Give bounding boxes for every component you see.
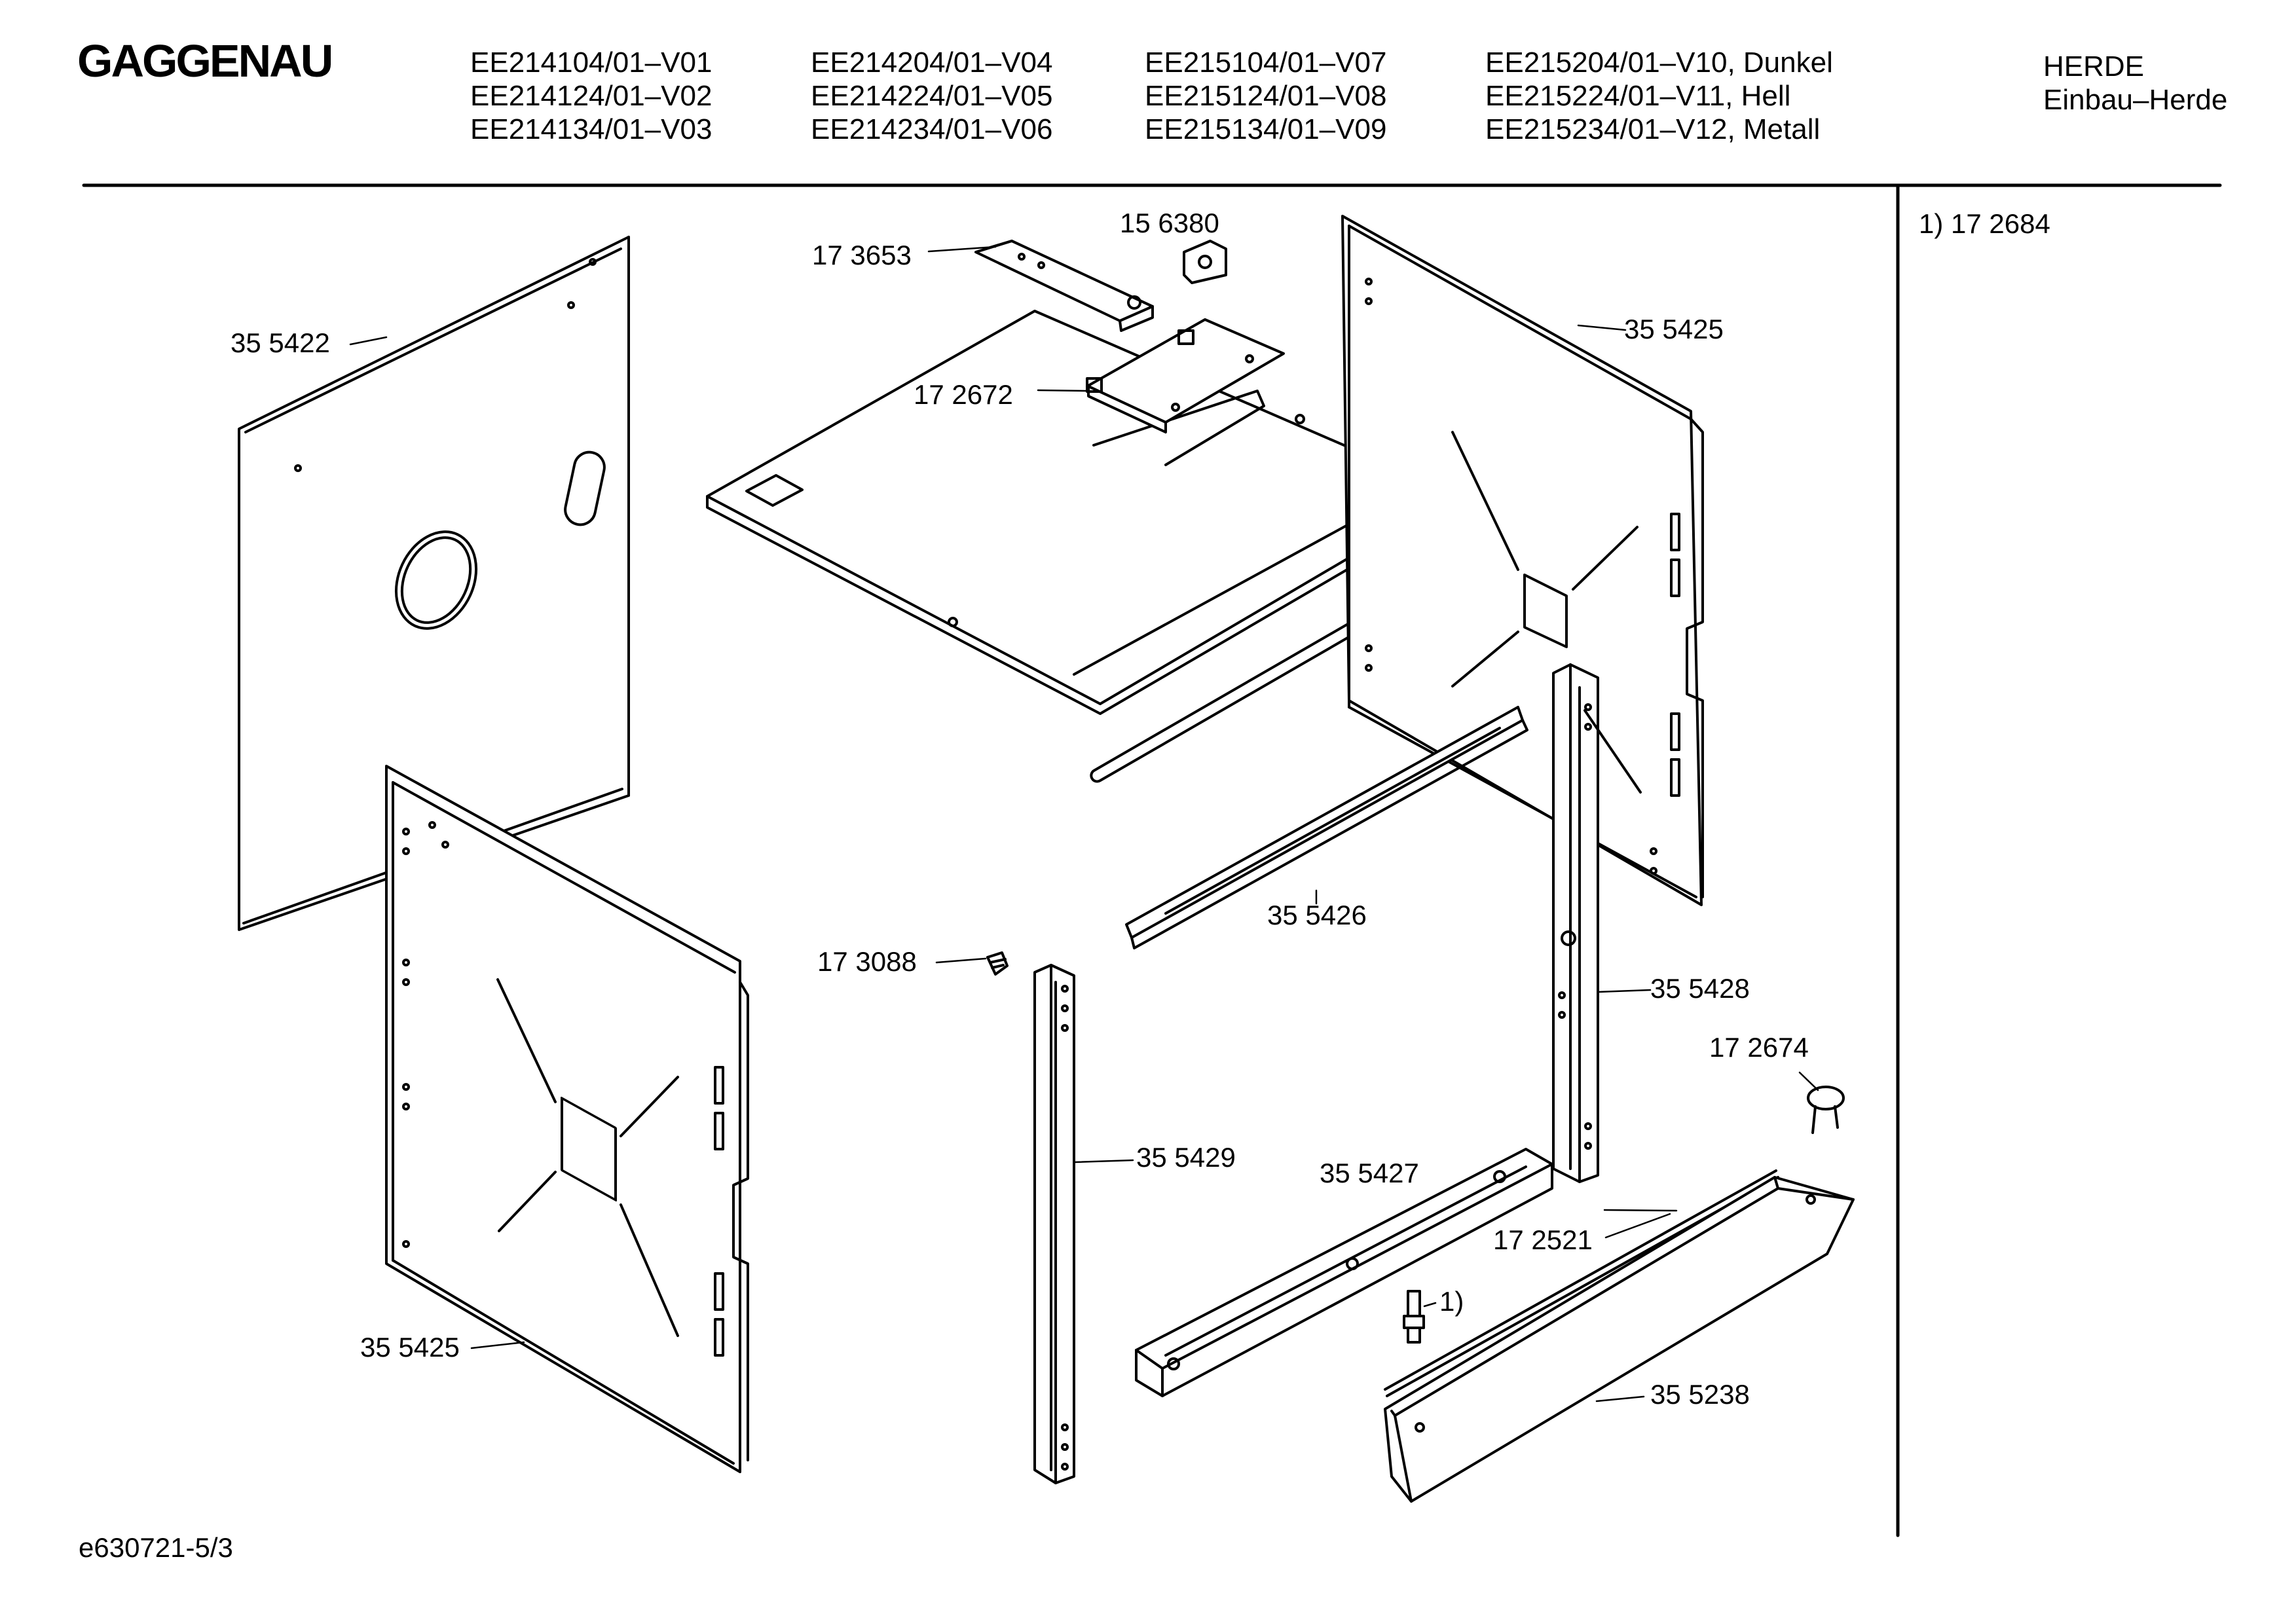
part-label: 35 5426: [1267, 900, 1367, 930]
stud: [1403, 1290, 1425, 1344]
model-number: EE215234/01–V12, Metall: [1485, 113, 1821, 145]
part-label: 15 6380: [1120, 208, 1219, 238]
top-bracket: [974, 240, 1154, 332]
part-label: 1): [1439, 1286, 1464, 1317]
model-number: EE214234/01–V06: [811, 113, 1053, 145]
part-label: 35 5425: [360, 1332, 460, 1363]
kick-plate: [1384, 1176, 1855, 1503]
part-label: 35 5429: [1136, 1142, 1236, 1173]
part-labels: 35 5422 17 3653 15 6380 17 2672 35 5425 …: [231, 208, 1809, 1410]
model-number: EE215134/01–V09: [1145, 113, 1387, 145]
category-title: HERDE: [2043, 50, 2145, 82]
part-label: 17 2674: [1709, 1032, 1809, 1063]
top-clip: [1183, 240, 1227, 284]
part-label: 35 5428: [1650, 973, 1750, 1004]
part-label: 17 2521: [1493, 1224, 1593, 1255]
model-column-1: EE214104/01–V01 EE214124/01–V02 EE214134…: [470, 46, 712, 146]
left-rear-panel: [238, 236, 630, 931]
model-column-3: EE215104/01–V07 EE215124/01–V08 EE215134…: [1145, 46, 1386, 146]
screw: [986, 951, 1009, 976]
left-side-panel: [385, 765, 749, 1473]
part-label: 17 3088: [817, 946, 917, 977]
model-number: EE214224/01–V05: [811, 80, 1053, 112]
part-label: 35 5427: [1320, 1158, 1419, 1188]
left-front-post: [1033, 964, 1075, 1484]
model-number: EE214204/01–V04: [811, 46, 1053, 79]
brand-logo: GAGGENAU: [77, 35, 333, 86]
bottom-rail: [1135, 1148, 1553, 1397]
model-number: EE214104/01–V01: [470, 46, 713, 79]
foot: [1807, 1086, 1845, 1134]
model-number: EE215204/01–V10, Dunkel: [1485, 46, 1833, 79]
model-column-2: EE214204/01–V04 EE214224/01–V05 EE214234…: [811, 46, 1052, 146]
part-label: 35 5238: [1650, 1379, 1750, 1410]
drawing-number: e630721-5/3: [79, 1532, 233, 1563]
part-label: 17 3653: [812, 240, 912, 270]
part-label: 35 5422: [231, 327, 330, 358]
leader-lines: [349, 246, 1819, 1402]
model-number: EE214134/01–V03: [470, 113, 713, 145]
right-side-panel: [1341, 215, 1704, 906]
model-number: EE214124/01–V02: [470, 80, 713, 112]
category-subtitle: Einbau–Herde: [2043, 84, 2228, 116]
model-number: EE215124/01–V08: [1145, 80, 1387, 112]
part-label: 17 2672: [914, 379, 1013, 410]
footnote: 1) 17 2684: [1919, 208, 2050, 239]
rear-rail: [1125, 706, 1528, 949]
category-block: HERDE Einbau–Herde: [2043, 50, 2227, 117]
cover-plate: [1086, 318, 1285, 433]
model-column-4: EE215204/01–V10, Dunkel EE215224/01–V11,…: [1485, 46, 1833, 146]
model-number: EE215224/01–V11, Hell: [1485, 80, 1791, 112]
part-label: 35 5425: [1624, 314, 1724, 344]
model-number: EE215104/01–V07: [1145, 46, 1387, 79]
